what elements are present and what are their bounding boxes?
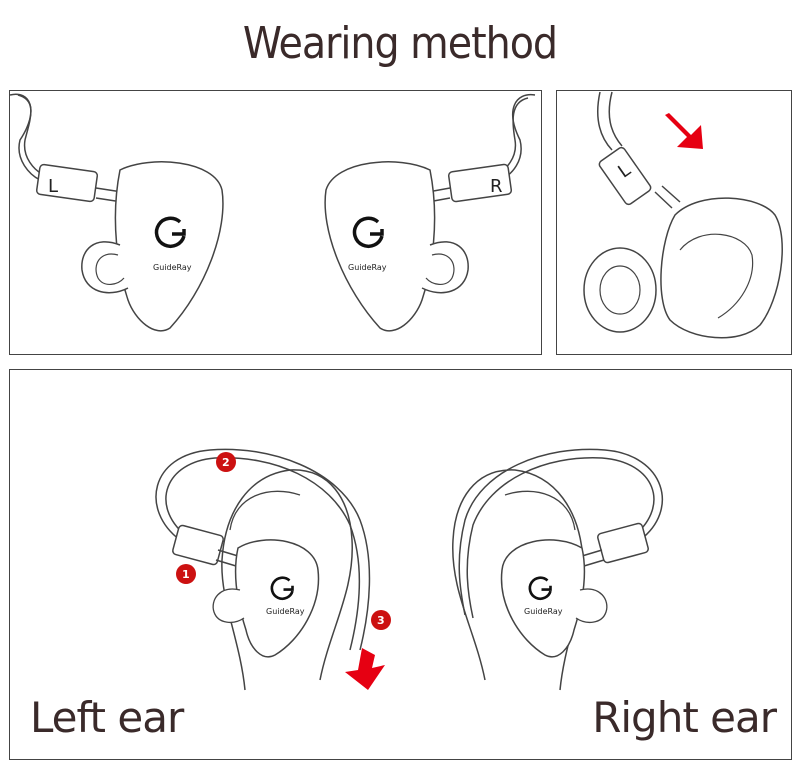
- pull-down-arrow: [345, 648, 385, 690]
- step-3-badge: 3: [371, 610, 391, 630]
- svg-text:1: 1: [182, 568, 190, 581]
- left-earphone-top: L GuideRay: [10, 94, 223, 331]
- step-1-badge: 1: [176, 564, 196, 584]
- left-brand-text: GuideRay: [153, 263, 192, 272]
- insert-arrow: [665, 113, 703, 149]
- right-ear-plug: [597, 523, 649, 564]
- left-plug-letter: L: [48, 176, 58, 197]
- left-ear-label: Left ear: [30, 693, 183, 742]
- left-plug: [36, 164, 98, 202]
- svg-text:2: 2: [222, 456, 230, 469]
- left-ear-brand-text: GuideRay: [266, 607, 305, 616]
- right-ear-brand-text: GuideRay: [524, 607, 563, 616]
- connector-detail: L: [584, 92, 782, 338]
- right-ear-label: Right ear: [592, 693, 776, 742]
- svg-text:3: 3: [377, 614, 385, 627]
- step-2-badge: 2: [216, 452, 236, 472]
- right-brand-text: GuideRay: [348, 263, 387, 272]
- right-ear-illustration: GuideRay: [453, 449, 663, 690]
- right-plug-letter: R: [490, 176, 503, 197]
- right-earphone-top: R GuideRay: [325, 95, 535, 331]
- left-ear-illustration: GuideRay 1 2 3: [156, 449, 391, 690]
